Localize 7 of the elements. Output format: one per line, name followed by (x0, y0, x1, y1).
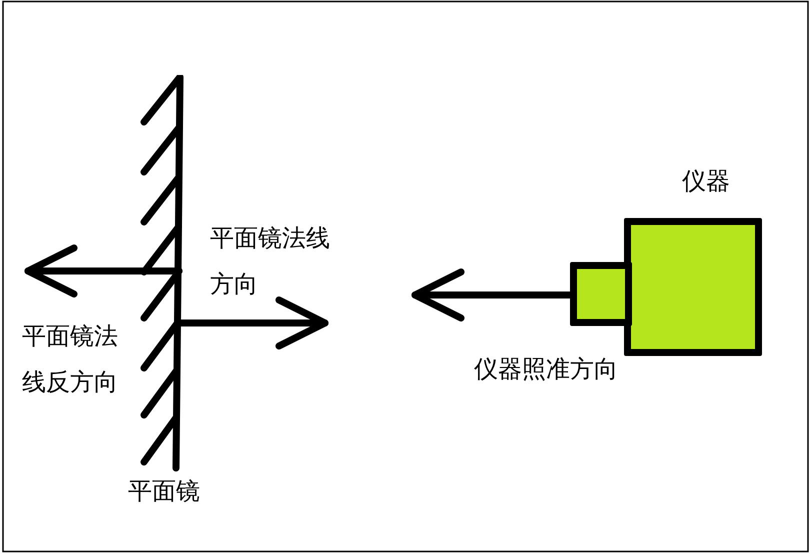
edge-label: 仪器照准方向 (474, 354, 619, 385)
edge-label: 平面镜法线反方向 (22, 321, 119, 398)
mirror-label: 平面镜 (128, 476, 200, 507)
instrument-label: 仪器 (682, 166, 730, 197)
arrow (24, 244, 183, 298)
lens-box (570, 262, 632, 326)
edge-label: 平面镜法线方向 (210, 223, 331, 300)
